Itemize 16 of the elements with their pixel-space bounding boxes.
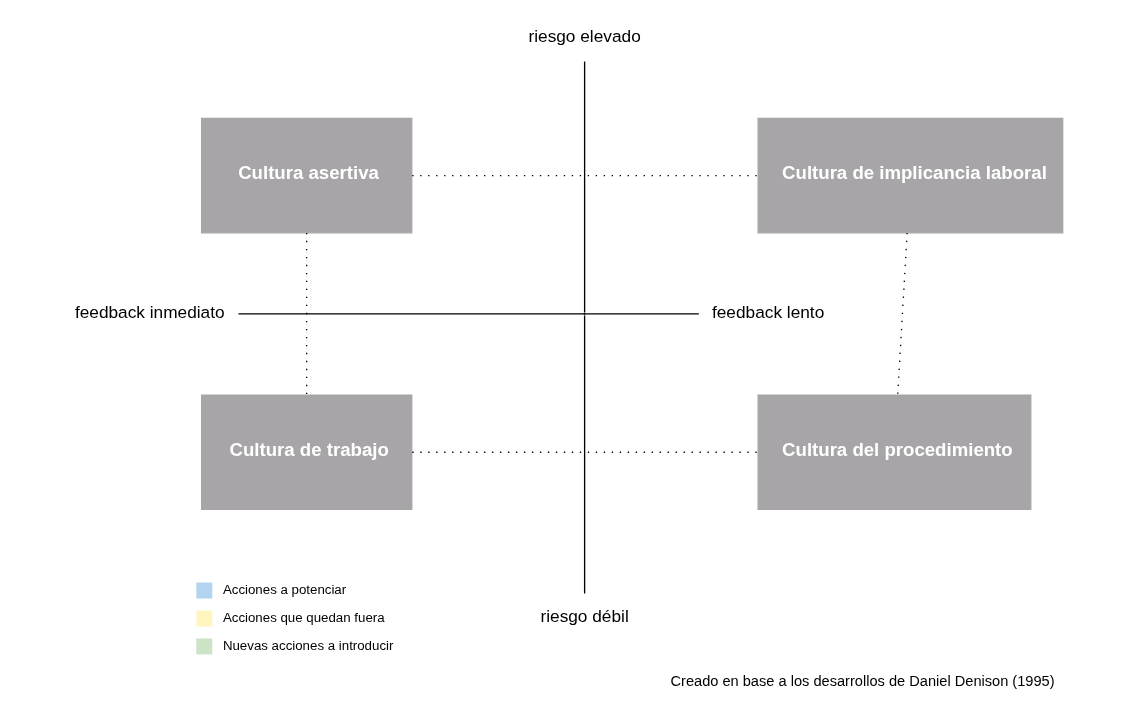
node-box: Cultura de implicancia laboral: [757, 117, 1064, 234]
caption: Creado en base a los desarrollos de Daniel Denison (1995): [670, 673, 1055, 690]
label: feedback inmediato: [74, 302, 225, 323]
label: riesgo débil: [540, 606, 629, 627]
legend-label: Acciones que quedan fuera: [222, 609, 385, 625]
connector: [306, 232, 308, 396]
legend-label: Nuevas acciones a introducir: [222, 637, 394, 653]
connector: [411, 174, 759, 177]
node-box: Cultura de trabajo: [200, 394, 413, 511]
node-box: Cultura del procedimiento: [757, 394, 1032, 511]
node-box: Cultura asertiva: [200, 117, 413, 234]
label: feedback lento: [711, 302, 825, 323]
connector: [411, 451, 759, 453]
legend-label: Acciones a potenciar: [222, 581, 347, 597]
connector: [897, 232, 908, 396]
label: riesgo elevado: [528, 25, 641, 46]
